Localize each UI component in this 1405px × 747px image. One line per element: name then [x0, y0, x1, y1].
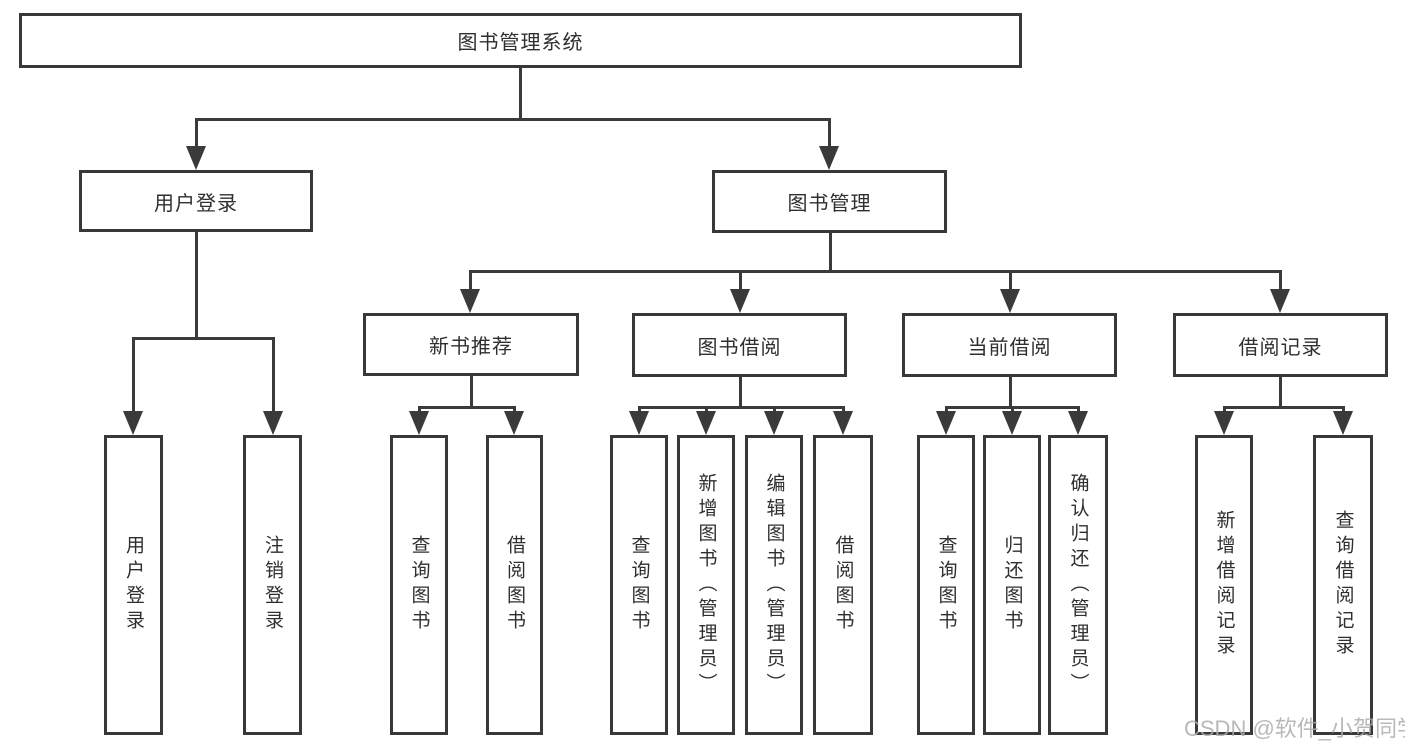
arrowhead-add-book-admin — [696, 411, 716, 435]
arrowhead-query-books-3 — [936, 411, 956, 435]
node-library-system-label: 图书管理系统 — [457, 32, 584, 54]
connector-borrow-records-stem — [1279, 377, 1282, 408]
node-book-management-label: 图书管理 — [787, 193, 872, 215]
arrowhead-add-borrow-record — [1214, 411, 1234, 435]
arrowhead-edit-book-admin — [764, 411, 784, 435]
leaf-query-books-3: 查询图书 — [917, 435, 975, 735]
connector-current-borrow-stem — [1009, 377, 1012, 408]
node-user-login: 用户登录 — [79, 170, 313, 232]
arrowhead-leaf-logout — [263, 411, 283, 435]
node-current-borrow: 当前借阅 — [902, 313, 1117, 377]
leaf-borrow-books-1: 借阅图书 — [486, 435, 543, 735]
csdn-watermark: CSDN @软件_小贺同学 — [1184, 716, 1405, 741]
leaf-borrow-books-1-label: 借阅图书 — [504, 535, 525, 635]
leaf-logout-label: 注销登录 — [262, 535, 283, 635]
leaf-query-books-1: 查询图书 — [390, 435, 448, 735]
connector-drop-leaf-logout — [272, 337, 275, 417]
arrowhead-new-book — [460, 289, 480, 313]
arrowhead-query-borrow-record — [1333, 411, 1353, 435]
arrowhead-user-login — [186, 146, 206, 170]
connector-new-book-rail — [418, 406, 516, 409]
leaf-query-books-2: 查询图书 — [610, 435, 668, 735]
connector-book-management-rail — [469, 270, 1282, 273]
node-book-borrow: 图书借阅 — [632, 313, 847, 377]
node-new-book-recommend-label: 新书推荐 — [429, 336, 513, 358]
node-book-management: 图书管理 — [712, 170, 947, 233]
connector-drop-user-login — [195, 118, 198, 150]
leaf-add-borrow-record-label: 新增借阅记录 — [1213, 510, 1235, 660]
arrowhead-current-borrow — [1000, 289, 1020, 313]
connector-root-rail — [195, 118, 831, 121]
leaf-query-books-2-label: 查询图书 — [628, 535, 650, 635]
node-user-login-label: 用户登录 — [154, 192, 238, 215]
node-borrow-records: 借阅记录 — [1173, 313, 1388, 377]
leaf-query-borrow-record: 查询借阅记录 — [1313, 435, 1373, 735]
connector-user-login-rail — [132, 337, 275, 340]
arrowhead-book-management — [819, 146, 839, 170]
connector-book-borrow-stem — [739, 377, 742, 408]
leaf-query-books-3-label: 查询图书 — [935, 535, 957, 635]
leaf-add-book-admin: 新增图书（管理员） — [677, 435, 735, 735]
node-new-book-recommend: 新书推荐 — [363, 313, 579, 376]
connector-drop-borrow-records — [1279, 270, 1282, 295]
leaf-add-borrow-record: 新增借阅记录 — [1195, 435, 1253, 735]
arrowhead-book-borrow — [730, 289, 750, 313]
arrowhead-borrow-books-1 — [504, 411, 524, 435]
connector-borrow-records-rail — [1223, 406, 1344, 409]
leaf-user-login-label: 用户登录 — [123, 535, 144, 635]
leaf-logout: 注销登录 — [243, 435, 302, 735]
connector-drop-current-borrow — [1009, 270, 1012, 295]
connector-book-management-stem — [829, 233, 832, 273]
node-current-borrow-label: 当前借阅 — [967, 336, 1052, 359]
leaf-query-books-1-label: 查询图书 — [408, 535, 430, 635]
leaf-add-book-admin-label: 新增图书（管理员） — [695, 472, 717, 698]
node-library-system: 图书管理系统 — [19, 13, 1022, 68]
leaf-return-books-label: 归还图书 — [1001, 535, 1023, 635]
leaf-borrow-books-2: 借阅图书 — [813, 435, 873, 735]
leaf-return-books: 归还图书 — [983, 435, 1041, 735]
leaf-confirm-return-admin-label: 确认归还（管理员） — [1067, 472, 1089, 698]
connector-book-borrow-rail — [638, 406, 845, 409]
connector-drop-book-borrow — [739, 270, 742, 295]
leaf-query-borrow-record-label: 查询借阅记录 — [1332, 510, 1354, 660]
leaf-user-login: 用户登录 — [104, 435, 163, 735]
connector-drop-book-management — [828, 118, 831, 150]
connector-user-login-stem — [195, 232, 198, 339]
leaf-borrow-books-2-label: 借阅图书 — [832, 535, 854, 635]
connector-root-stem — [519, 68, 522, 121]
arrowhead-query-books-1 — [409, 411, 429, 435]
arrowhead-leaf-user-login — [123, 411, 143, 435]
connector-drop-new-book — [469, 270, 472, 295]
connector-new-book-stem — [470, 376, 473, 408]
node-book-borrow-label: 图书借阅 — [697, 336, 782, 359]
arrowhead-query-books-2 — [629, 411, 649, 435]
arrowhead-borrow-books-2 — [833, 411, 853, 435]
connector-drop-leaf-user-login — [132, 337, 135, 417]
leaf-confirm-return-admin: 确认归还（管理员） — [1048, 435, 1108, 735]
node-borrow-records-label: 借阅记录 — [1238, 336, 1323, 359]
leaf-edit-book-admin-label: 编辑图书（管理员） — [763, 472, 785, 698]
arrowhead-return-books — [1002, 411, 1022, 435]
arrowhead-borrow-records — [1270, 289, 1290, 313]
leaf-edit-book-admin: 编辑图书（管理员） — [745, 435, 803, 735]
arrowhead-confirm-return — [1068, 411, 1088, 435]
